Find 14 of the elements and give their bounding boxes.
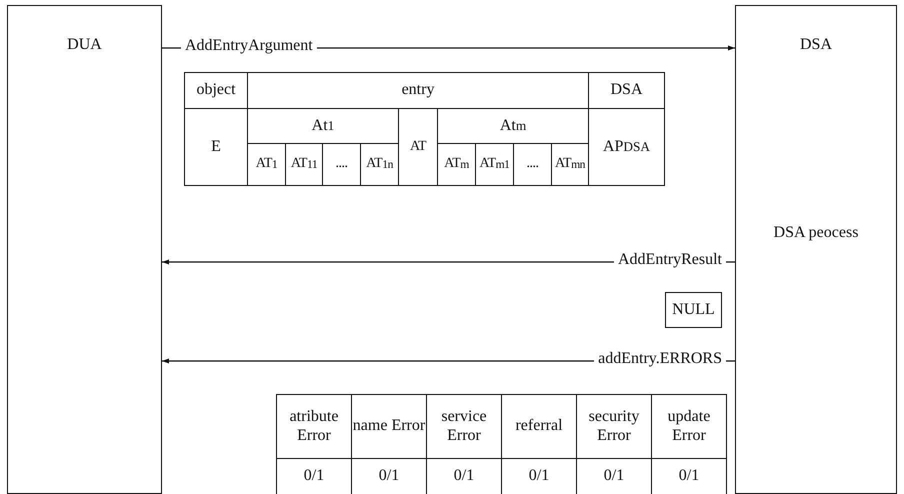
process-label: DSA peocess	[772, 224, 860, 242]
table-cell: atribute Error	[276, 394, 352, 459]
table-cell: DSA	[588, 72, 665, 109]
edge-label: AddEntryArgument	[181, 37, 317, 55]
table-cell: object	[184, 72, 248, 109]
agent-box	[7, 5, 162, 494]
edge-label: addEntry.ERRORS	[594, 350, 726, 368]
edge-label: AddEntryResult	[614, 251, 726, 269]
table-cell: update Error	[651, 394, 727, 459]
agent-name: DUA	[66, 36, 103, 54]
result-box: NULL	[665, 292, 722, 328]
table-cell: E	[184, 108, 248, 186]
agent-name: DSA	[798, 36, 833, 54]
agent-box	[735, 5, 897, 494]
